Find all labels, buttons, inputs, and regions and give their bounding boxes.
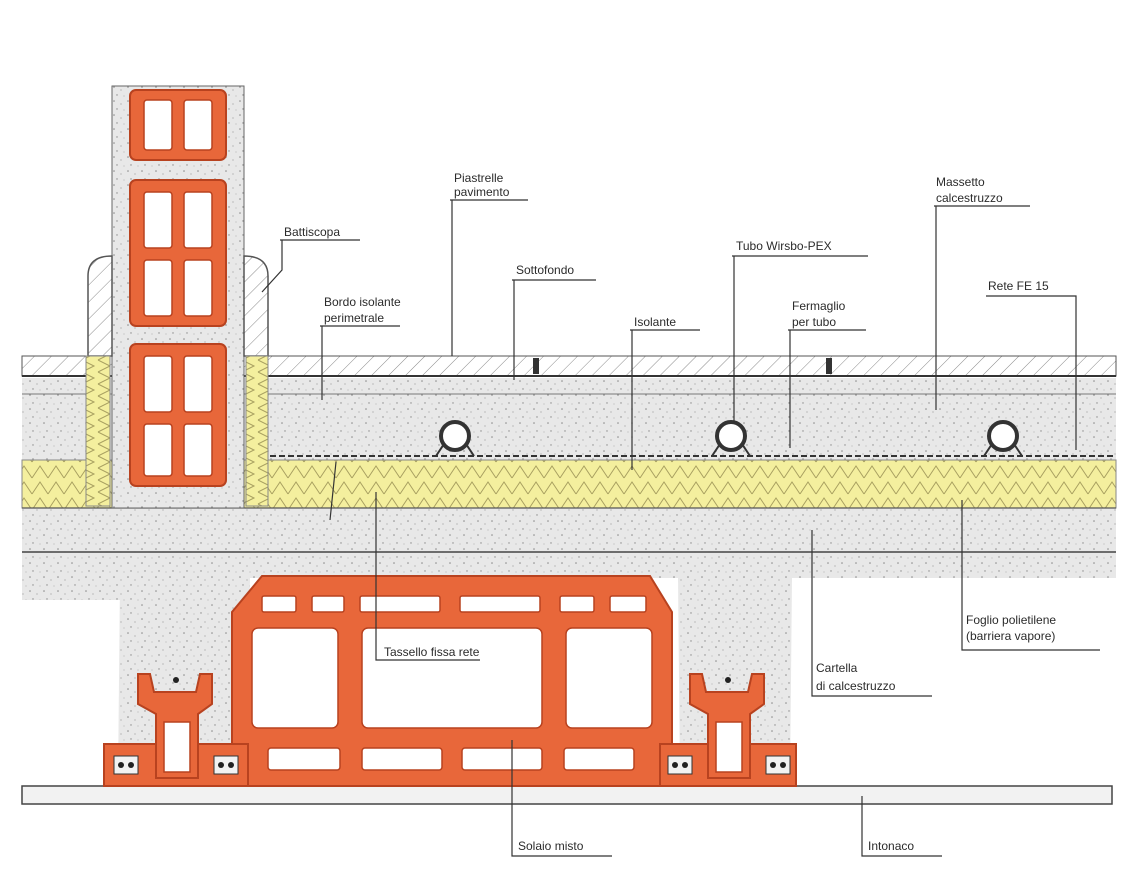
label-intonaco: Intonaco <box>868 839 914 853</box>
label-tubo: Tubo Wirsbo-PEX <box>736 239 832 253</box>
label-foglio-1: Foglio polietilene <box>966 613 1056 627</box>
concrete-rib-left <box>118 578 250 780</box>
label-piastrelle-2: pavimento <box>454 185 510 199</box>
label-fermaglio-2: per tubo <box>792 315 836 329</box>
joist-left <box>137 673 213 779</box>
label-bordo-1: Bordo isolante <box>324 295 401 309</box>
perimeter-strip-left <box>85 355 111 507</box>
label-cartella-1: Cartella <box>816 661 858 675</box>
floor-block-center <box>231 575 673 787</box>
skirting-right <box>243 255 269 357</box>
concrete-rib-right <box>678 578 792 780</box>
leader-lines <box>261 199 1100 857</box>
label-solaio: Solaio misto <box>518 839 584 853</box>
label-massetto-2: calcestruzzo <box>936 191 1003 205</box>
label-tassello: Tassello fissa rete <box>384 645 480 659</box>
label-sottofondo: Sottofondo <box>516 263 574 277</box>
label-foglio-2: (barriera vapore) <box>966 629 1055 643</box>
label-battiscopa: Battiscopa <box>284 225 340 239</box>
labels: Piastrelle pavimento Battiscopa Massetto… <box>284 171 1056 853</box>
label-piastrelle-1: Piastrelle <box>454 171 504 185</box>
heating-pipes <box>435 420 1023 457</box>
perimeter-strip-right <box>245 355 269 507</box>
label-massetto-1: Massetto <box>936 175 985 189</box>
label-bordo-2: perimetrale <box>324 311 384 325</box>
plaster-layer <box>21 785 1113 805</box>
label-fermaglio-1: Fermaglio <box>792 299 846 313</box>
label-isolante: Isolante <box>634 315 676 329</box>
joist-right <box>689 673 765 779</box>
concrete-slab <box>22 508 1116 578</box>
skirting-left <box>87 255 113 357</box>
label-cartella-2: di calcestruzzo <box>816 679 896 693</box>
label-rete: Rete FE 15 <box>988 279 1049 293</box>
